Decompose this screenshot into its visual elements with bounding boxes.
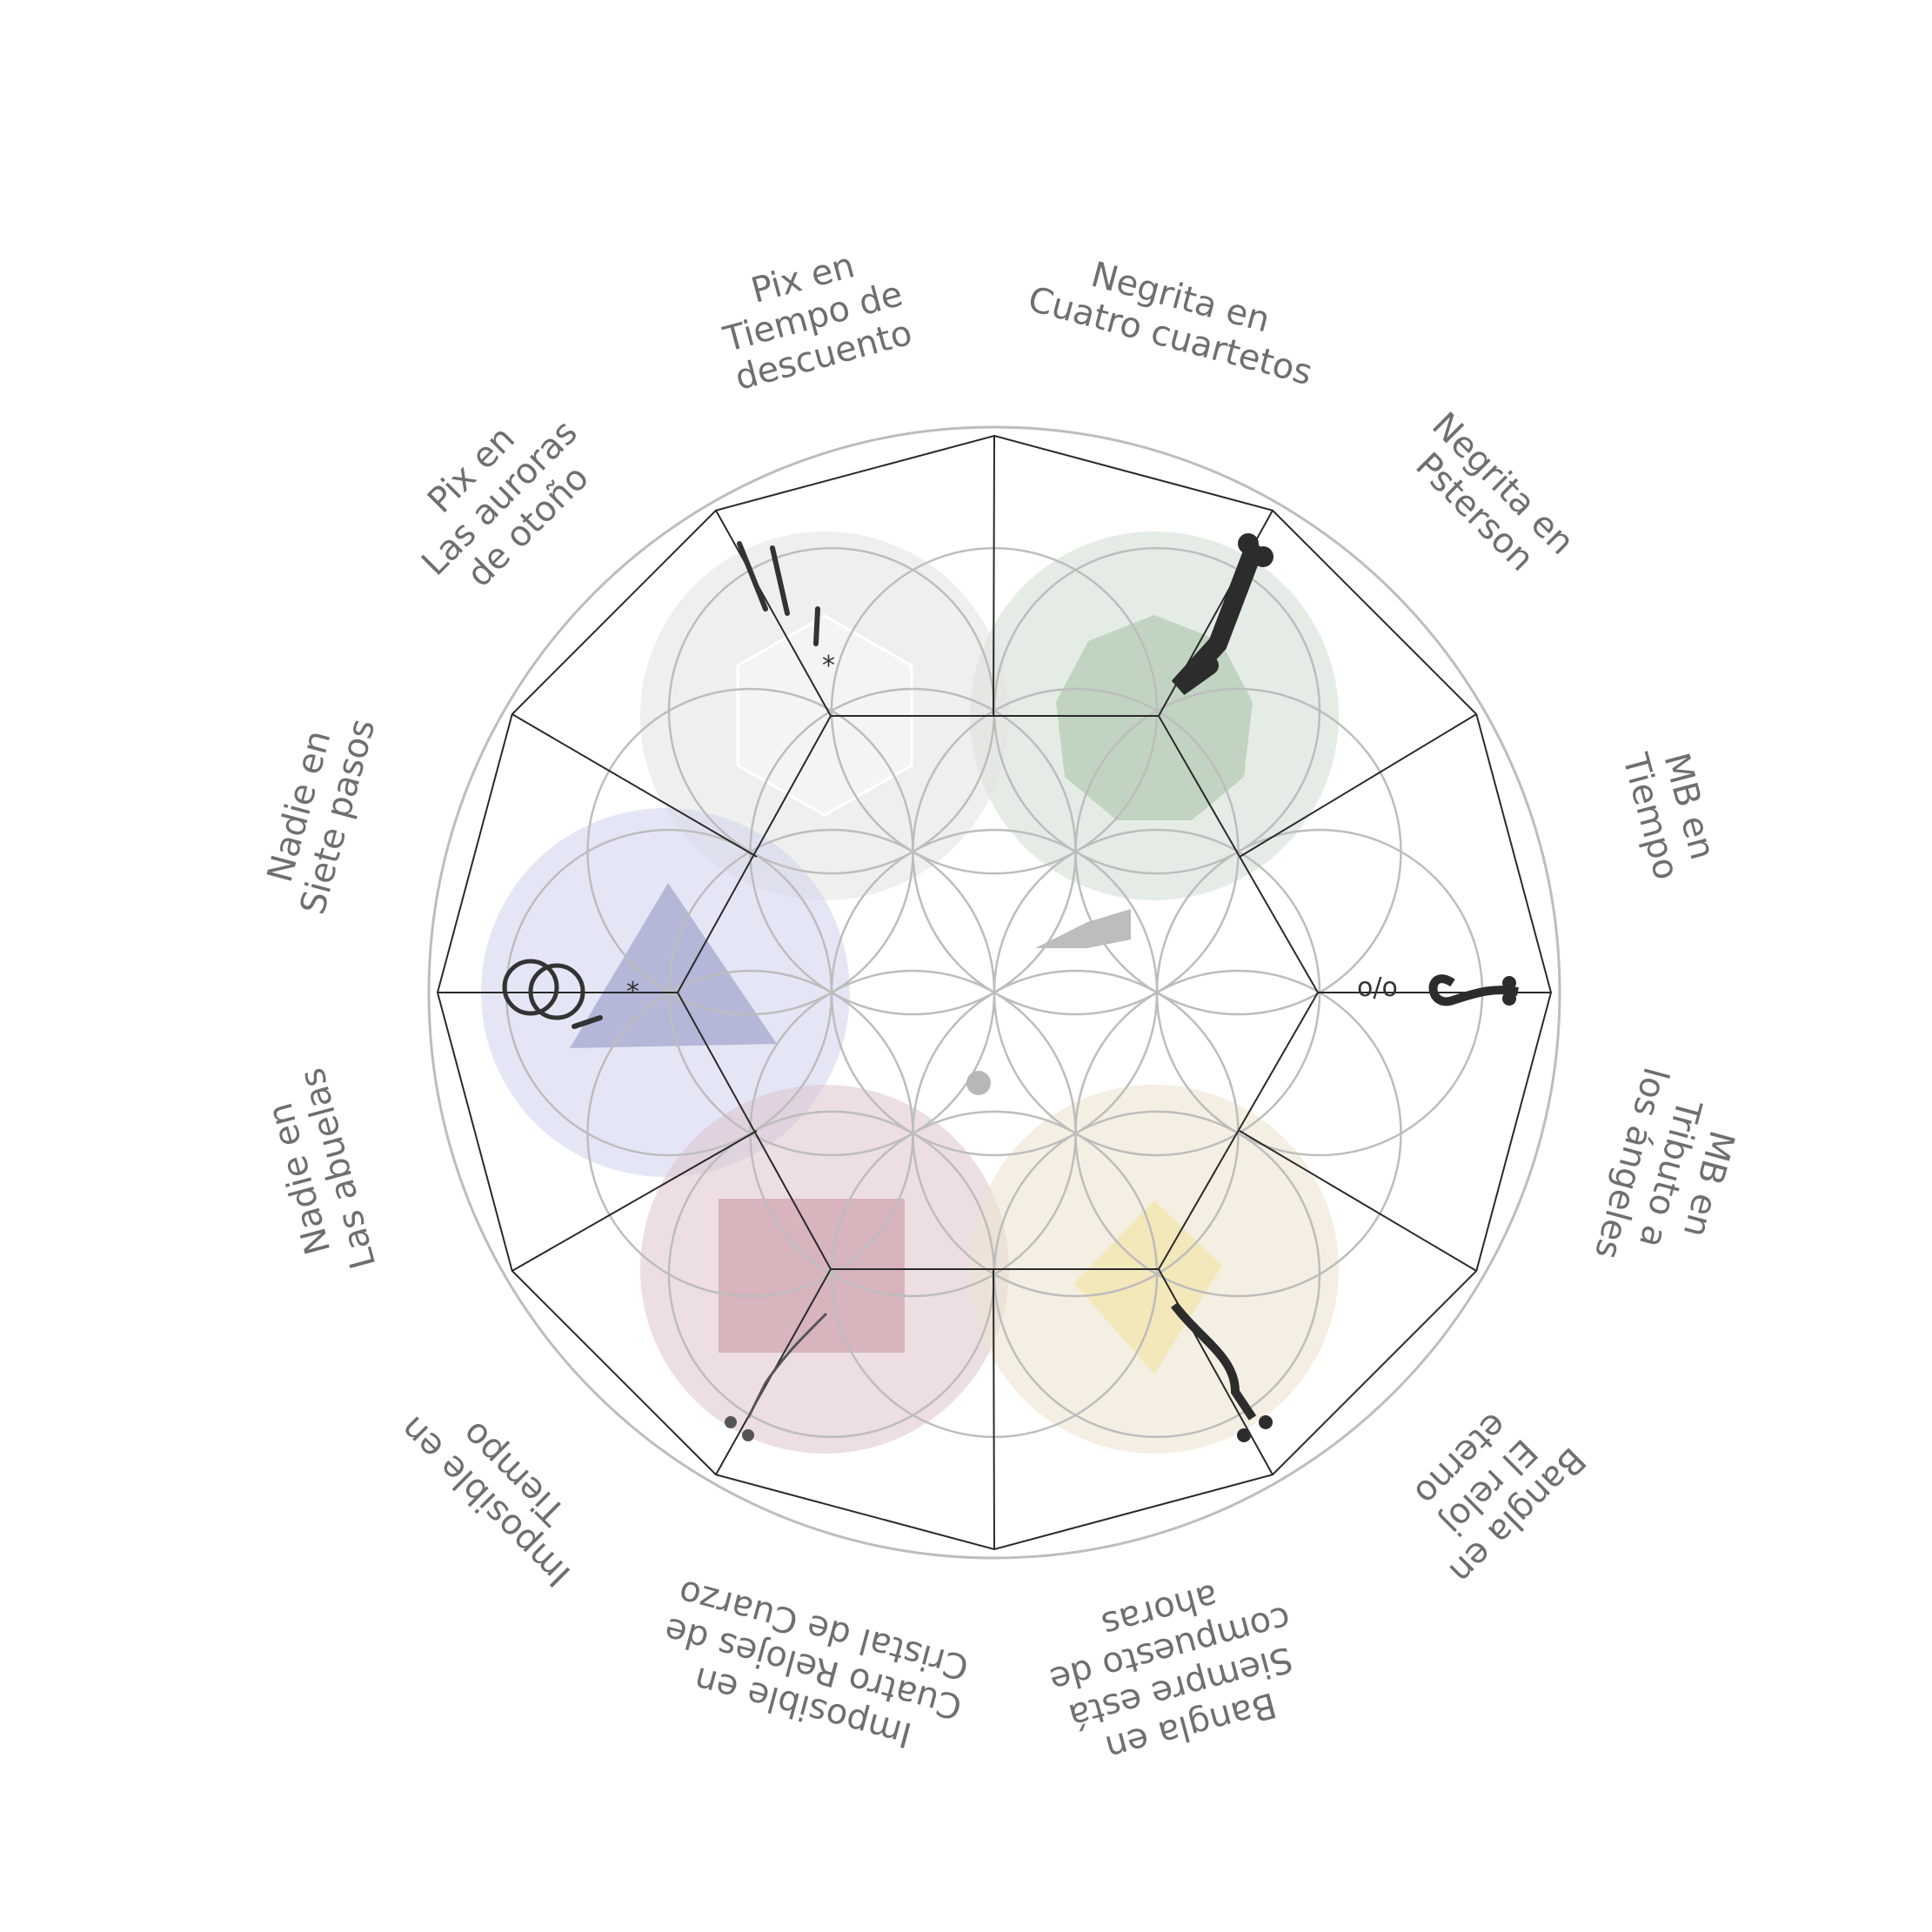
svg-text:*: * bbox=[626, 977, 639, 1007]
label-left-upper-2: Pix enLas aurorasde otoño bbox=[386, 384, 614, 612]
label-bottom-right: Bangla enSiempre estácompuesto deahoras bbox=[1035, 1559, 1315, 1777]
svg-text:o/o: o/o bbox=[1357, 973, 1398, 1003]
label-left-lower-1: Nadie enLas abuelas bbox=[253, 1064, 384, 1283]
violin-icon-right: o/o bbox=[1357, 973, 1519, 1006]
label-left-lower-2: Imposible enTiempo bbox=[392, 1380, 606, 1594]
violin-icon-bottom-right bbox=[1171, 1301, 1273, 1442]
piano-icon: * bbox=[502, 959, 639, 1029]
viola-icon: * bbox=[737, 541, 835, 681]
frame-spoke bbox=[1239, 1130, 1477, 1272]
outer-circle bbox=[427, 425, 1561, 1560]
tetrahedron-shape bbox=[570, 883, 777, 1048]
label-top-left: Pix enTiempo dedescuento bbox=[708, 236, 917, 399]
center-hexagon bbox=[676, 715, 1320, 1270]
frame-spoke bbox=[993, 435, 995, 717]
label-bottom-left: Imposible enCuatro Relojes deCristal de … bbox=[650, 1570, 976, 1765]
cube-shape bbox=[719, 1199, 905, 1353]
svg-text:*: * bbox=[822, 651, 835, 681]
label-right-lower-2: Bangla enEl relojeterno bbox=[1385, 1383, 1594, 1592]
center-dot bbox=[966, 1071, 991, 1095]
frame-spoke bbox=[715, 510, 832, 717]
violin-icon-bottom-left bbox=[725, 1312, 828, 1441]
label-right-lower-1: MB enTributo alos ángeles bbox=[1587, 1063, 1754, 1284]
frame-spoke bbox=[511, 1130, 758, 1272]
octahedron-shape bbox=[1074, 1200, 1222, 1374]
label-right-upper-2: MB enTiempo bbox=[1614, 739, 1725, 885]
frame-spoke bbox=[511, 713, 758, 858]
frame-spoke bbox=[993, 1268, 995, 1550]
label-top-right: Negrita enCuatro cuartetos bbox=[1024, 241, 1327, 394]
frame-spoke bbox=[1239, 713, 1477, 858]
cello-icon bbox=[1171, 533, 1274, 695]
label-left-upper-1: Nadie enSiete pasos bbox=[254, 705, 383, 919]
trumpet-icon-center bbox=[1035, 909, 1131, 948]
label-right-upper-1: Negrita enPsterson bbox=[1396, 405, 1582, 592]
